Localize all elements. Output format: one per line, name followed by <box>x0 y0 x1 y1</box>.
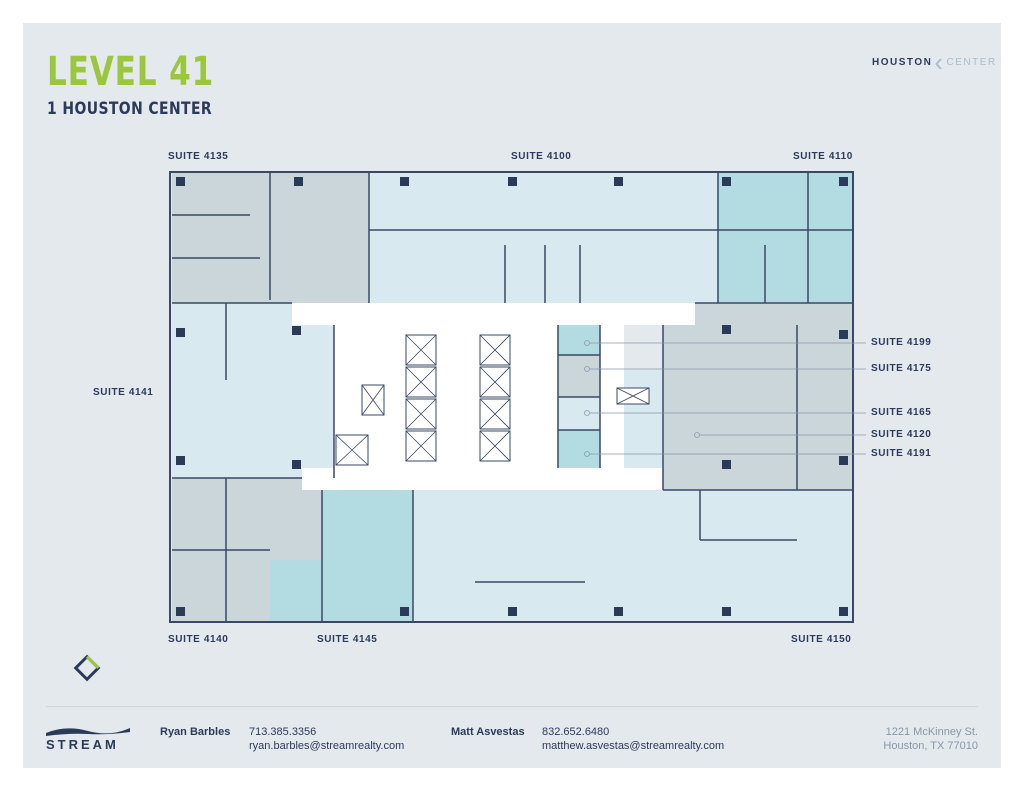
suite-4120-light-room <box>624 370 663 468</box>
contact-matt-details: 832.652.6480 matthew.asvestas@streamreal… <box>542 725 724 753</box>
north-arrow-icon <box>73 654 101 682</box>
stream-logo: STREAM <box>46 724 130 752</box>
logo-text-houston: HOUSTON <box>872 56 933 68</box>
footer-divider <box>46 706 978 707</box>
suite-4150-area[interactable] <box>413 490 853 622</box>
suite-4100-area[interactable] <box>369 172 718 303</box>
suite-4110-area[interactable] <box>718 172 853 303</box>
logo-text-center: CENTER <box>946 56 997 68</box>
label-suite-4110: SUITE 4110 <box>793 151 853 162</box>
suite-4141-area[interactable] <box>172 303 334 478</box>
building-address: 1221 McKinney St. Houston, TX 77010 <box>883 725 978 753</box>
label-suite-4145: SUITE 4145 <box>317 634 378 645</box>
suite-4175-area[interactable] <box>558 355 600 397</box>
contact-ryan-details: 713.385.3356 ryan.barbles@streamrealty.c… <box>249 725 404 753</box>
label-suite-4150: SUITE 4150 <box>791 634 852 645</box>
label-suite-4120: SUITE 4120 <box>871 429 932 440</box>
label-suite-4135: SUITE 4135 <box>168 151 229 162</box>
suite-4120-area[interactable] <box>663 303 853 490</box>
contact-name: Ryan Barbles <box>160 726 231 738</box>
corridor-top <box>292 303 695 325</box>
contact-name: Matt Asvestas <box>451 726 525 738</box>
chevron-logo-icon: ‹ <box>934 47 945 77</box>
label-suite-4175: SUITE 4175 <box>871 363 932 374</box>
label-suite-4141: SUITE 4141 <box>93 387 154 398</box>
houston-center-logo: HOUSTON ‹ CENTER <box>872 47 997 77</box>
contact-email[interactable]: matthew.asvestas@streamrealty.com <box>542 740 725 752</box>
contact-matt-name: Matt Asvestas <box>451 725 525 739</box>
label-suite-4191: SUITE 4191 <box>871 448 932 459</box>
contact-phone[interactable]: 832.652.6480 <box>542 726 610 738</box>
contact-phone[interactable]: 713.385.3356 <box>249 726 317 738</box>
corridor-bottom <box>302 468 663 490</box>
suite-4199-area[interactable] <box>558 325 600 355</box>
suite-4165-area[interactable] <box>558 397 600 430</box>
address-line-1: 1221 McKinney St. <box>885 726 978 738</box>
address-line-2: Houston, TX 77010 <box>883 740 978 752</box>
contact-ryan-name: Ryan Barbles <box>160 725 230 739</box>
stream-wordmark: STREAM <box>46 737 119 752</box>
suite-4191-area[interactable] <box>558 430 600 468</box>
label-suite-4199: SUITE 4199 <box>871 337 932 348</box>
suite-4140-teal-room <box>270 560 322 622</box>
wave-icon <box>46 728 130 736</box>
suite-4145-area[interactable] <box>322 490 413 622</box>
building-name: 1 HOUSTON CENTER <box>47 99 213 119</box>
label-suite-4165: SUITE 4165 <box>871 407 932 418</box>
suite-4150-upper-right <box>797 490 853 622</box>
structural-columns <box>176 177 848 616</box>
contact-email[interactable]: ryan.barbles@streamrealty.com <box>249 740 405 752</box>
label-suite-4140: SUITE 4140 <box>168 634 229 645</box>
page-title: LEVEL 41 <box>47 49 215 95</box>
label-suite-4100: SUITE 4100 <box>511 151 572 162</box>
